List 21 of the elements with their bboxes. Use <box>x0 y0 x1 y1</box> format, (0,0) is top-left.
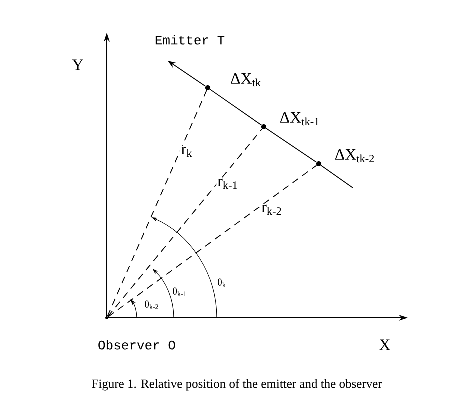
track-line <box>266 128 318 163</box>
track-line <box>210 89 262 126</box>
observer-label: Observer O <box>98 340 176 350</box>
position-label: ΔX$_{tk}$ <box>231 73 262 87</box>
angle-label: θ$_{k-1}$ <box>173 288 186 296</box>
dashed-line <box>108 128 263 318</box>
dashed-line <box>108 165 318 318</box>
axis-label: X <box>380 340 390 350</box>
track-line <box>320 165 354 188</box>
dashed-line <box>107 90 208 317</box>
position-label: ΔX$_{tk-1}$ <box>280 112 320 126</box>
origin-point <box>106 316 108 320</box>
edge-label: r$_{k-2}$ <box>260 204 284 216</box>
caption: Figure 1. Relative position of the emitter and the observer <box>92 379 382 391</box>
axis-label: Y <box>72 60 84 70</box>
angle-label: θ$_{k}$ <box>218 278 226 288</box>
edge-label: r$_{k-1}$ <box>216 178 240 190</box>
angle-label: θ$_{k-2}$ <box>145 300 158 310</box>
axis-title: Emitter T <box>156 35 225 45</box>
edge-label: r$_{k}$ <box>180 146 194 158</box>
position-label: ΔX$_{tk-2}$ <box>335 149 374 163</box>
